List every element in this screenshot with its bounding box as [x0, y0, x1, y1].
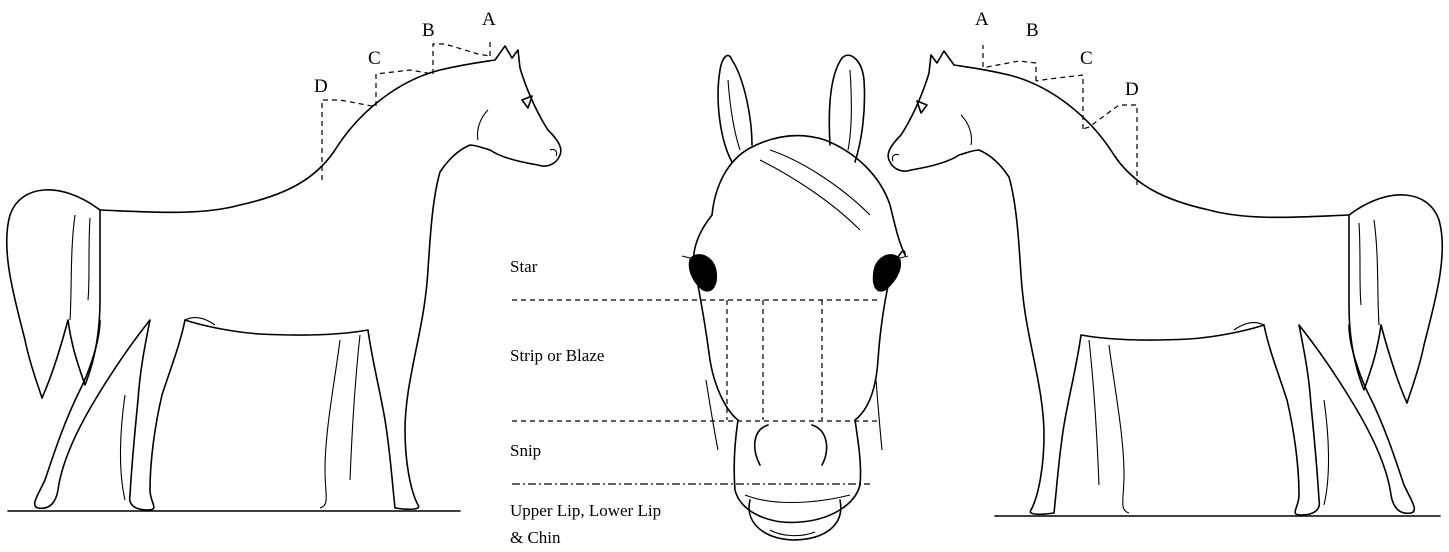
left-hind-leg-line: [120, 395, 125, 500]
left-point-b: B: [422, 20, 435, 41]
face-right-ear: [829, 55, 864, 162]
face-cheek-line: [876, 380, 882, 450]
face-right-eyelash: [900, 256, 908, 258]
face-left-ear-inner: [728, 80, 740, 150]
left-horse-tail: [7, 190, 100, 398]
face-left-nostril: [755, 425, 768, 465]
left-tail-hair: [88, 218, 90, 300]
right-tail-hair: [1359, 223, 1361, 305]
right-horse-outline: [888, 51, 1414, 515]
horse-face: Star Strip or Blaze Snip Upper Lip, Lowe…: [510, 55, 908, 547]
face-left-eye: [689, 254, 717, 292]
left-tail-hair: [70, 215, 75, 320]
face-chin: [770, 530, 815, 536]
face-forelock-hair: [760, 160, 860, 230]
right-point-a: A: [975, 9, 989, 30]
right-horse-tail: [1349, 195, 1442, 403]
right-horse-nostril: [892, 154, 899, 161]
right-neck-measurements: [983, 45, 1137, 185]
zone-star-label: Star: [510, 257, 538, 276]
right-point-b: B: [1026, 20, 1039, 41]
left-horse-outline: [35, 46, 561, 510]
right-front-leg-line: [1109, 345, 1129, 513]
left-neck-measurements: [322, 38, 490, 180]
right-point-c: C: [1080, 48, 1093, 69]
right-horse-jaw: [961, 115, 972, 145]
face-forelock: [712, 136, 905, 255]
right-tail-hair: [1374, 220, 1379, 325]
left-point-d: D: [314, 76, 328, 97]
face-upper-lip: [745, 495, 850, 503]
left-front-leg-line: [350, 335, 360, 480]
zone-strip-blaze-label: Strip or Blaze: [510, 346, 604, 365]
zone-lip-chin-label: Upper Lip, Lower Lip: [510, 501, 661, 520]
face-right-ear-inner: [848, 70, 851, 150]
face-left-ear: [718, 55, 752, 162]
left-horse: A B C D: [7, 9, 561, 511]
left-point-c: C: [368, 48, 381, 69]
zone-snip-label: Snip: [510, 441, 541, 460]
face-lower-lip: [749, 500, 841, 540]
right-point-d: D: [1125, 79, 1139, 100]
left-horse-jaw: [477, 110, 488, 140]
left-horse-nostril: [550, 149, 557, 156]
face-cheek-line: [706, 380, 718, 450]
face-right-eye: [873, 254, 901, 292]
right-hind-leg-line: [1324, 400, 1329, 505]
right-horse: A B C D: [888, 9, 1442, 516]
right-front-leg-line: [1089, 340, 1099, 485]
zone-chin-label: & Chin: [510, 528, 561, 547]
left-point-a: A: [482, 9, 496, 30]
left-front-leg-line: [320, 340, 340, 508]
face-outline: [694, 215, 905, 522]
face-left-eyelash: [682, 256, 690, 258]
face-right-nostril: [812, 425, 827, 465]
